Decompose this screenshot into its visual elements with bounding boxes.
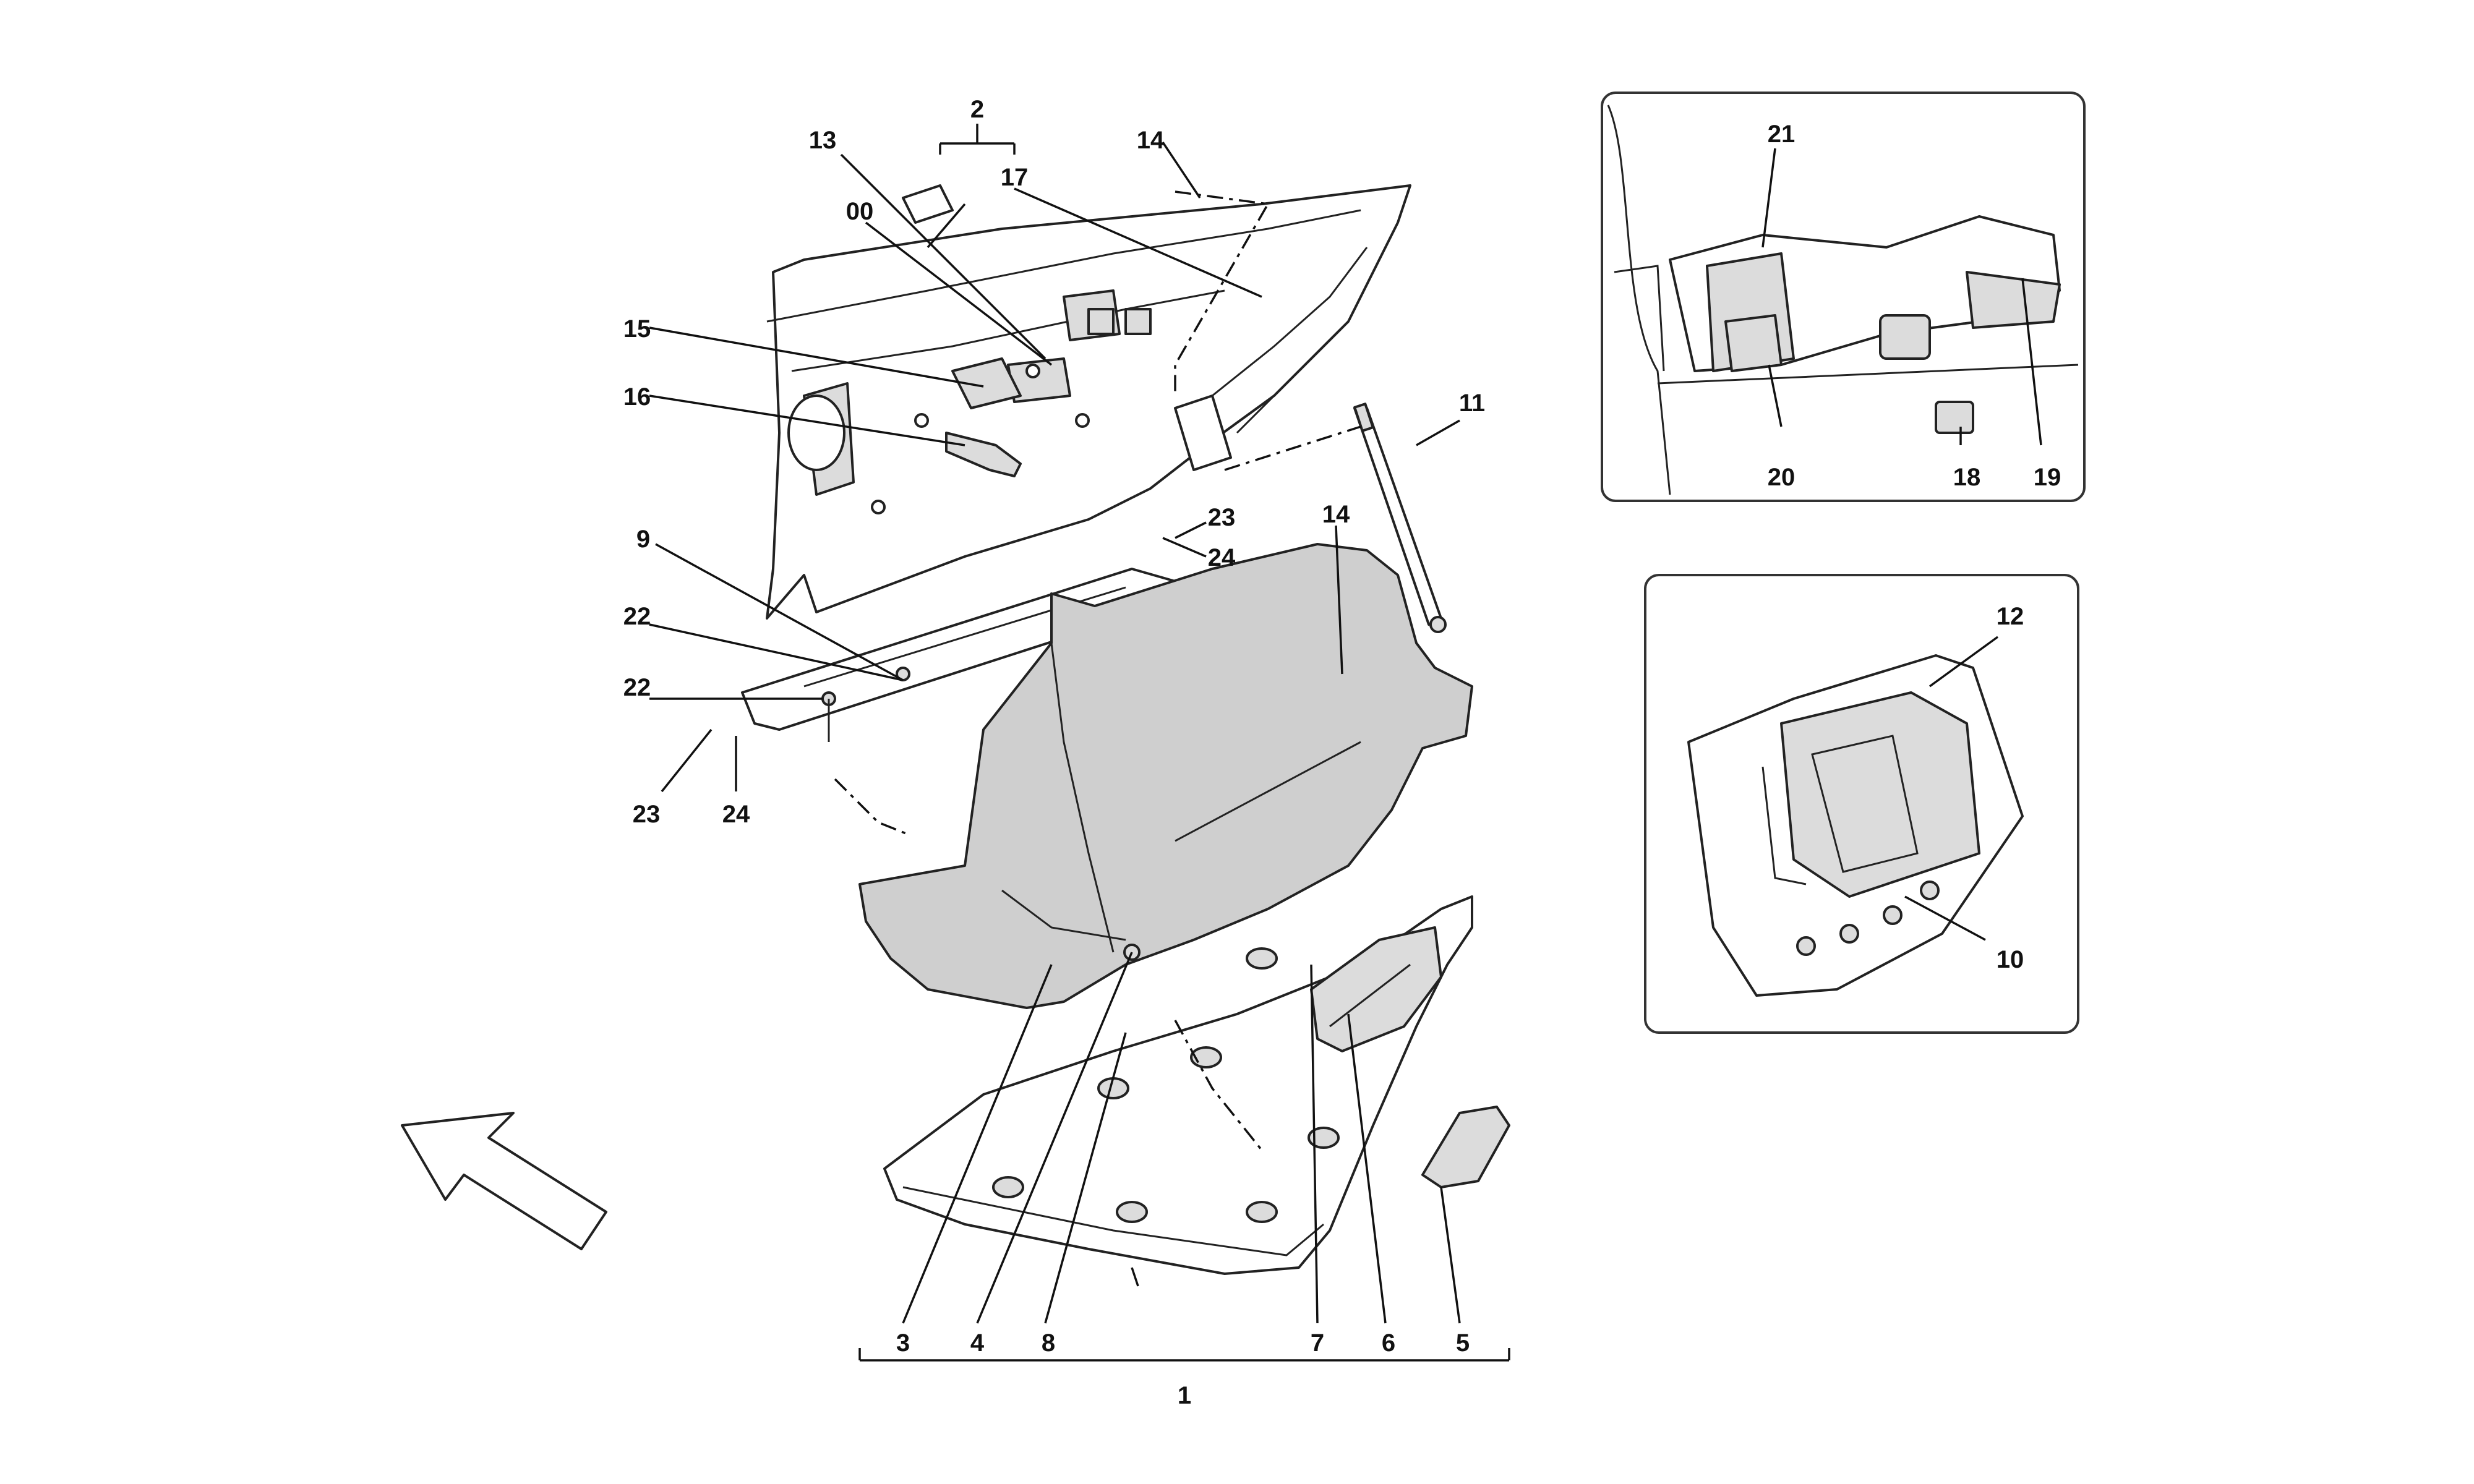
callout-11: 11 [1459, 390, 1485, 417]
callout-22-upper: 22 [623, 603, 651, 630]
inset-upper-detail [1601, 92, 2086, 502]
callout-6: 6 [1382, 1329, 1395, 1357]
callout-7: 7 [1311, 1329, 1324, 1357]
upper-glove-box-housing [766, 184, 1411, 620]
callout-8: 8 [1042, 1329, 1055, 1357]
direction-arrow-icon [401, 1112, 607, 1250]
callout-23-right: 23 [1208, 504, 1236, 531]
callout-12: 12 [1997, 603, 2024, 630]
callout-13: 13 [809, 127, 837, 154]
callout-5: 5 [1456, 1329, 1470, 1357]
felt-liner [858, 543, 1473, 1009]
callout-22-lower: 22 [623, 674, 651, 701]
gas-spring-strut [1353, 403, 1447, 633]
callout-15: 15 [623, 315, 651, 343]
callout-18: 18 [1953, 464, 1981, 491]
inset-lower-detail [1644, 574, 2079, 1034]
callout-10: 10 [1997, 946, 2024, 973]
glove-box-door [883, 895, 1510, 1275]
callout-20: 20 [1768, 464, 1796, 491]
leader-lines [649, 124, 1510, 1362]
callout-3: 3 [896, 1329, 910, 1357]
callout-21: 21 [1768, 121, 1796, 148]
callout-17: 17 [1001, 164, 1029, 191]
callout-14-right: 14 [1322, 501, 1350, 528]
callout-16: 16 [623, 383, 651, 411]
callout-2: 2 [970, 96, 984, 123]
callout-4: 4 [970, 1329, 985, 1357]
callout-1: 1 [1178, 1382, 1191, 1409]
callout-00: 00 [846, 198, 874, 225]
callout-9: 9 [636, 526, 650, 553]
callout-14-top: 14 [1137, 127, 1165, 154]
callout-labels: 2 13 14 17 00 15 16 11 23 14 9 24 22 22 … [623, 96, 2061, 1409]
callout-24-right: 24 [1208, 544, 1236, 571]
callout-19: 19 [2034, 464, 2061, 491]
assembly-guide-lines [834, 190, 1361, 1151]
callout-23-left: 23 [633, 801, 661, 828]
callout-24-left: 24 [722, 801, 750, 828]
